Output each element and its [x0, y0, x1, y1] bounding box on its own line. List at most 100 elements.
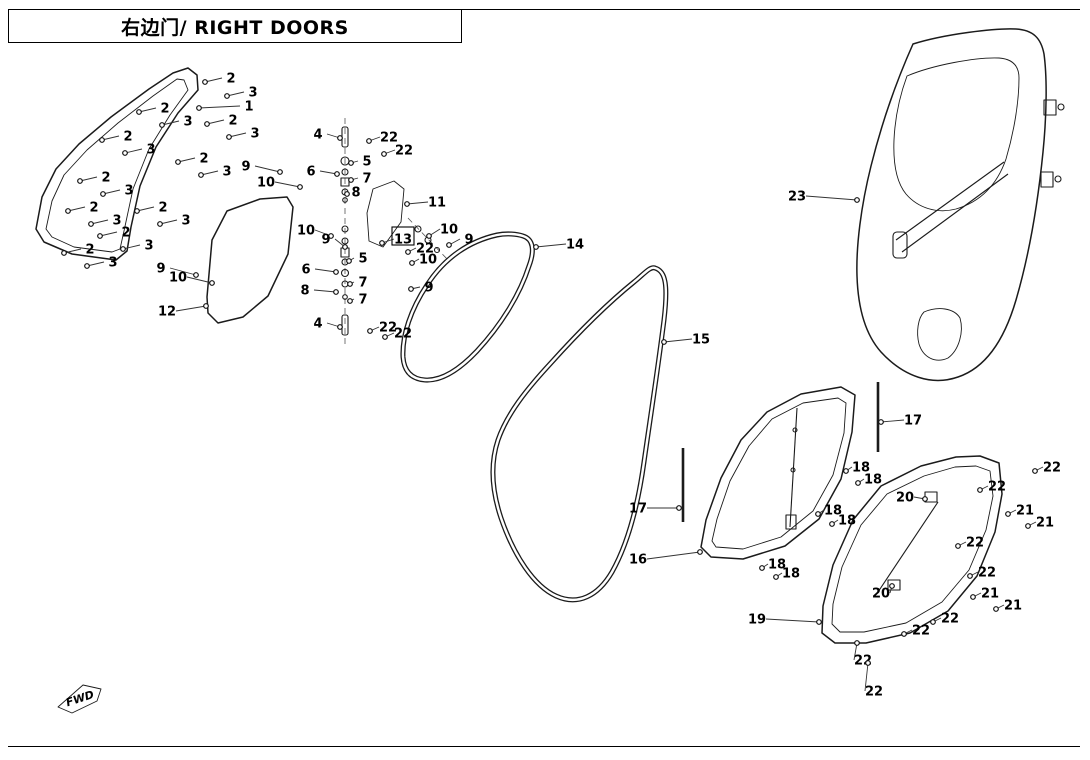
top-border-rule — [8, 9, 1080, 10]
fastener-icon — [347, 281, 353, 287]
fastener-icon — [446, 242, 452, 248]
latch-part — [414, 225, 422, 233]
part-number-21: 21 — [1036, 516, 1054, 531]
leader-line — [254, 165, 281, 173]
fastener-icon — [815, 511, 821, 517]
fastener-icon — [676, 505, 682, 511]
leader-line — [313, 289, 337, 293]
latch-rod — [877, 501, 939, 593]
fastener-icon — [97, 233, 103, 239]
fastener-icon — [198, 172, 204, 178]
leader-line — [206, 119, 225, 125]
part-number-9: 9 — [424, 281, 433, 296]
fwd-label: FWD — [64, 688, 95, 709]
part-number-3: 3 — [250, 127, 259, 142]
fastener-icon — [865, 660, 871, 666]
part-number-13: 13 — [394, 233, 412, 248]
glass-run-strips — [681, 382, 880, 522]
fastener-icon — [816, 619, 822, 625]
part-number-2: 2 — [89, 201, 98, 216]
fastener-icon — [77, 178, 83, 184]
leader-line — [200, 170, 219, 176]
leader-line — [101, 135, 120, 141]
regulator-roller — [790, 467, 796, 473]
part-number-7: 7 — [362, 172, 371, 187]
fastener-icon — [333, 269, 339, 275]
fastener-icon — [203, 303, 209, 309]
part-number-17: 17 — [904, 414, 922, 429]
part-number-4: 4 — [313, 317, 322, 332]
fastener-icon — [175, 159, 181, 165]
door-pocket — [917, 308, 962, 361]
latch-part — [433, 246, 441, 254]
door-hinge-tab — [1043, 99, 1057, 116]
fastener-icon — [967, 573, 973, 579]
leader-line — [63, 248, 82, 254]
regulator-bracket — [785, 514, 797, 530]
fastener-icon — [100, 191, 106, 197]
part-number-3: 3 — [248, 86, 257, 101]
part-number-3: 3 — [124, 184, 133, 199]
part-number-7: 7 — [358, 276, 367, 291]
fastener-icon — [337, 324, 343, 330]
fwd-arrow-shape — [57, 684, 102, 714]
title-box: 右边门/ RIGHT DOORS — [8, 9, 462, 43]
fastener-icon — [697, 549, 703, 555]
leader-line — [90, 219, 109, 225]
vent-glass-seal — [400, 231, 535, 383]
part-number-14: 14 — [566, 238, 584, 253]
leader-line — [124, 148, 143, 154]
fastener-icon — [970, 594, 976, 600]
fastener-icon — [226, 134, 232, 140]
door-brace-line — [901, 173, 1009, 253]
part-number-18: 18 — [768, 558, 786, 573]
part-number-22: 22 — [1043, 461, 1061, 476]
fastener-icon — [134, 208, 140, 214]
fastener-icon — [277, 169, 283, 175]
fastener-icon — [901, 631, 907, 637]
part-number-18: 18 — [838, 514, 856, 529]
part-number-3: 3 — [146, 143, 155, 158]
latch-lower — [887, 579, 901, 591]
leader-line — [274, 181, 301, 188]
part-number-10: 10 — [169, 271, 187, 286]
leader-line — [406, 201, 429, 205]
door-hinge-bolt — [1054, 175, 1062, 183]
part-number-2: 2 — [228, 114, 237, 129]
door-window-opening — [893, 57, 1020, 212]
door-seal-tube — [490, 265, 669, 603]
fastener-icon — [1032, 468, 1038, 474]
fastener-icon — [99, 137, 105, 143]
part-number-11: 11 — [428, 196, 446, 211]
fastener-icon — [381, 151, 387, 157]
part-number-22: 22 — [978, 566, 996, 581]
part-number-22: 22 — [912, 624, 930, 639]
part-number-2: 2 — [101, 171, 110, 186]
leader-line — [159, 219, 178, 225]
part-number-5: 5 — [358, 252, 367, 267]
leader-line — [198, 105, 241, 109]
hinge-washer — [341, 237, 349, 245]
part-number-3: 3 — [144, 239, 153, 254]
leader-line — [765, 618, 820, 623]
part-number-6: 6 — [301, 263, 310, 278]
fastener-icon — [977, 487, 983, 493]
fastener-icon — [409, 260, 415, 266]
part-number-22: 22 — [380, 131, 398, 146]
part-number-18: 18 — [824, 504, 842, 519]
part-number-3: 3 — [222, 165, 231, 180]
bottom-border-rule — [8, 746, 1080, 747]
part-number-10: 10 — [297, 224, 315, 239]
fastener-icon — [993, 606, 999, 612]
part-number-17: 17 — [629, 502, 647, 517]
fastener-icon — [408, 286, 414, 292]
part-number-5: 5 — [362, 155, 371, 170]
part-number-2: 2 — [123, 130, 132, 145]
hinge-clip — [342, 197, 348, 203]
part-number-2: 2 — [158, 201, 167, 216]
fastener-icon — [224, 93, 230, 99]
part-number-23: 23 — [788, 190, 806, 205]
part-number-8: 8 — [351, 186, 360, 201]
fastener-icon — [347, 298, 353, 304]
